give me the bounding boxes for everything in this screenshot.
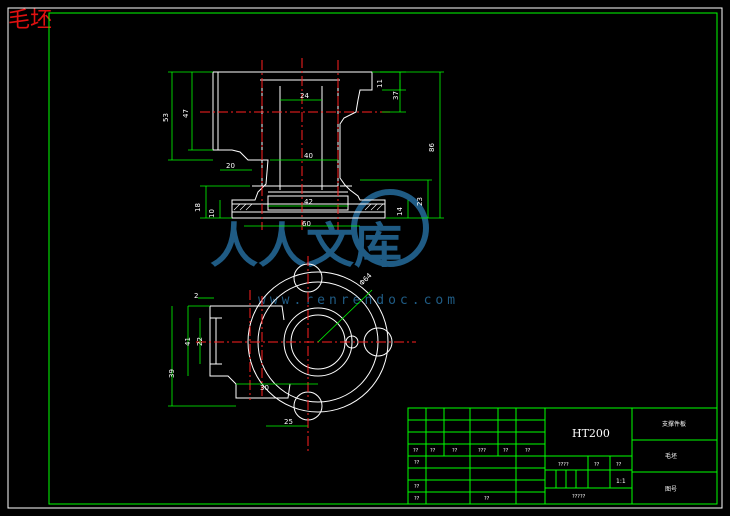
dim-37: 37 xyxy=(392,91,400,100)
tb-cell-7: ?? xyxy=(414,484,420,490)
dim-20: 20 xyxy=(226,162,235,170)
watermark-main: 人人文库 xyxy=(210,218,402,274)
blank-type: 毛坯 xyxy=(665,452,677,460)
dimension-text-top: 53 47 24 11 37 86 40 20 18 10 42 14 23 6… xyxy=(162,79,436,228)
dim-42: 42 xyxy=(304,198,313,206)
tb-cell-6: ?? xyxy=(414,460,420,466)
tb-cell-1: ?? xyxy=(430,448,436,454)
dim-25: 25 xyxy=(284,418,293,426)
page-title: 毛坯 xyxy=(8,8,53,33)
tb-cell-10: ?? xyxy=(594,462,600,468)
watermark: 人人文库 www.renrendoc.com xyxy=(210,189,459,308)
tb-cell-12: ?? xyxy=(484,496,490,502)
dim-40: 40 xyxy=(304,152,313,160)
dim-86: 86 xyxy=(428,143,436,152)
tb-cell-8: ?? xyxy=(414,496,420,502)
dim-23: 23 xyxy=(416,197,424,206)
dim-53: 53 xyxy=(162,113,170,122)
tb-cell-3: ??? xyxy=(478,448,486,454)
tb-cell-5: ?? xyxy=(525,448,531,454)
tb-cell-11: ?? xyxy=(616,462,622,468)
dim-14: 14 xyxy=(396,207,404,216)
watermark-url: www.renrendoc.com xyxy=(258,293,459,308)
tb-cell-9: ???? xyxy=(558,462,569,468)
dim-47: 47 xyxy=(182,109,190,118)
dim-18: 18 xyxy=(194,203,202,212)
tb-cell-0: ?? xyxy=(413,448,419,454)
dim-39: 39 xyxy=(168,369,176,378)
tb-cell-13: ????? xyxy=(572,494,586,500)
centerlines-plan xyxy=(196,256,416,452)
front-section-view xyxy=(212,71,386,219)
scale: 1:1 xyxy=(616,478,626,485)
material-label: HT200 xyxy=(572,427,610,440)
dim-60: 60 xyxy=(302,220,311,228)
tb-cell-4: ?? xyxy=(503,448,509,454)
title-block xyxy=(407,407,718,505)
dim-10: 10 xyxy=(208,209,216,218)
dimension-lines-plan xyxy=(168,289,373,427)
outer-border xyxy=(7,7,723,509)
dim-41: 41 xyxy=(184,337,192,346)
dim-2: 2 xyxy=(194,292,198,300)
dim-22: 22 xyxy=(196,337,204,346)
centerlines-top xyxy=(200,58,392,232)
title-block-text: HT200 支撑件板 毛坯 图号 1:1 ?? ?? ?? ??? ?? ?? … xyxy=(413,420,686,502)
dim-30: 30 xyxy=(260,384,269,392)
hatch-pattern xyxy=(233,203,384,211)
dimension-lines-top xyxy=(168,71,444,227)
dim-24: 24 xyxy=(300,92,309,100)
part-name: 支撑件板 xyxy=(662,420,686,428)
drawing-number: 图号 xyxy=(665,486,677,493)
inner-border xyxy=(48,12,718,505)
dim-11: 11 xyxy=(376,79,384,88)
tb-cell-2: ?? xyxy=(452,448,458,454)
